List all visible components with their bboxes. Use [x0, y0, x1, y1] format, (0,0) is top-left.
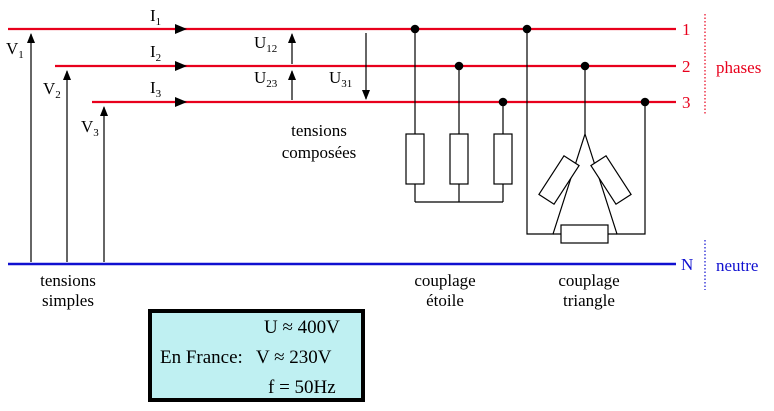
- current-i3-label: I3: [150, 78, 162, 100]
- simple-voltages-caption-2: simples: [42, 291, 94, 310]
- current-arrow-2: [175, 61, 187, 71]
- current-arrow-3: [175, 97, 187, 107]
- star-coupling: [405, 24, 513, 203]
- delta-resistor-left: [538, 154, 580, 206]
- simple-voltages-caption-1: tensions: [40, 271, 96, 290]
- current-i2-label: I2: [150, 42, 161, 64]
- delta-node-1: [522, 24, 532, 34]
- info-box-label: En France:: [160, 347, 243, 368]
- current-i1-label: I1: [150, 6, 161, 28]
- formula-f: f = 50Hz: [268, 377, 336, 398]
- info-box: En France: U ≈ 400V V ≈ 230V f = 50Hz: [148, 309, 365, 402]
- star-node-3: [498, 97, 508, 107]
- star-resistor-3: [493, 133, 513, 185]
- star-resistor-1: [405, 133, 425, 185]
- delta-coupling: [522, 24, 650, 244]
- delta-node-2: [580, 61, 590, 71]
- phase-3-number: 3: [682, 93, 691, 112]
- delta-caption-1: couplage: [558, 271, 619, 290]
- neutral-label: neutre: [716, 256, 758, 275]
- voltage-u23-label: U23: [254, 68, 278, 90]
- phase-1-number: 1: [682, 20, 691, 39]
- delta-caption-2: triangle: [563, 291, 615, 310]
- formula-u: U ≈ 400V: [264, 317, 340, 338]
- current-arrow-1: [175, 24, 187, 34]
- phases-label: phases: [716, 58, 761, 77]
- compound-voltages-caption-2: composées: [282, 143, 357, 162]
- star-caption-1: couplage: [414, 271, 475, 290]
- star-node-1: [410, 24, 420, 34]
- delta-resistor-right: [590, 154, 632, 206]
- star-node-2: [454, 61, 464, 71]
- neutral-letter: N: [681, 255, 693, 274]
- star-resistor-2: [449, 133, 469, 185]
- voltage-u31-label: U31: [329, 68, 352, 90]
- delta-resistor-bottom: [560, 224, 609, 244]
- formula-v: V ≈ 230V: [256, 347, 332, 368]
- voltage-v1-label: V1: [6, 39, 24, 61]
- voltage-v3-label: V3: [81, 117, 99, 139]
- voltage-u12-label: U12: [254, 33, 277, 55]
- voltage-v2-label: V2: [43, 79, 61, 101]
- star-caption-2: étoile: [426, 291, 464, 310]
- compound-voltages-caption-1: tensions: [291, 121, 347, 140]
- delta-node-3: [640, 97, 650, 107]
- phase-2-number: 2: [682, 57, 691, 76]
